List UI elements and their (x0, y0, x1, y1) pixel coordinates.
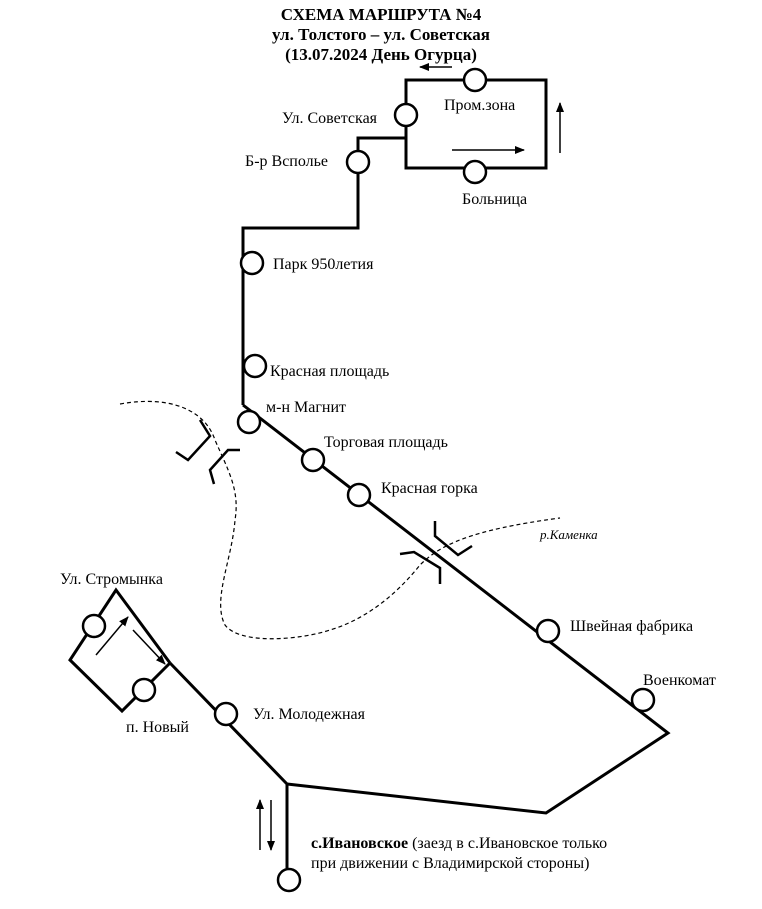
route-line (68, 78, 671, 880)
stop-label-krasnaya-gorka: Красная горка (381, 480, 478, 497)
stops (81, 67, 656, 893)
stop-label-magnit: м-н Магнит (266, 399, 347, 416)
terminal-note: с.Ивановское (заезд в с.Ивановское тольк… (311, 834, 607, 874)
stop-marker-park950[interactable] (239, 250, 265, 276)
stop-label-voenkomat: Военкомат (643, 672, 716, 689)
stop-label-stromynka: Ул. Стромынка (60, 571, 163, 588)
stop-label-shveinaya: Швейная фабрика (570, 618, 694, 635)
stop-marker-ivanovskoe[interactable] (276, 867, 302, 893)
river-label: р.Каменка (540, 527, 598, 542)
stop-marker-krasnaya-ploshchad[interactable] (242, 353, 268, 379)
stop-label-krasnaya-ploshchad: Красная площадь (270, 363, 390, 380)
stop-marker-stromynka[interactable] (81, 613, 107, 639)
terminal-note-line1: (заезд в с.Ивановское только (412, 835, 608, 852)
date-note: (13.07.2024 День Огурца) (285, 45, 477, 64)
stop-label-promzona: Пром.зона (444, 97, 516, 114)
stop-marker-novy[interactable] (131, 677, 157, 703)
bridge-lower (399, 521, 473, 584)
stop-marker-magnit[interactable] (236, 409, 262, 435)
stop-label-vspolye: Б-р Всполье (245, 153, 329, 170)
terminal-note-line2: при движении с Владимирской стороны) (311, 855, 590, 872)
stop-label-park950: Парк 950летия (273, 256, 374, 273)
bridge-upper (175, 419, 240, 485)
stop-marker-sovetskaya[interactable] (393, 102, 419, 128)
map-title: СХЕМА МАРШРУТА №4 (280, 5, 482, 24)
stop-marker-krasnaya-gorka[interactable] (346, 482, 372, 508)
stop-marker-voenkomat[interactable] (630, 687, 656, 713)
stop-label-torgovaya: Торговая площадь (324, 434, 448, 451)
stop-marker-bolnitsa[interactable] (462, 159, 488, 185)
stop-marker-molodezhnaya[interactable] (213, 701, 239, 727)
stop-marker-torgovaya[interactable] (300, 447, 326, 473)
route-endpoints: ул. Толстого – ул. Советская (271, 25, 490, 44)
direction-arrows (95, 63, 564, 851)
stop-marker-vspolye[interactable] (345, 149, 371, 175)
stop-label-molodezhnaya: Ул. Молодежная (253, 706, 365, 723)
stop-marker-promzona[interactable] (462, 67, 488, 93)
stop-label-novy: п. Новый (126, 719, 189, 736)
stop-label-sovetskaya: Ул. Советская (282, 110, 378, 127)
arrow-upright-icon (95, 616, 129, 656)
stop-label-bolnitsa: Больница (462, 191, 528, 208)
terminal-name: с.Ивановское (311, 835, 409, 852)
stop-marker-shveinaya[interactable] (535, 618, 561, 644)
arrow-downright-icon (132, 629, 166, 665)
